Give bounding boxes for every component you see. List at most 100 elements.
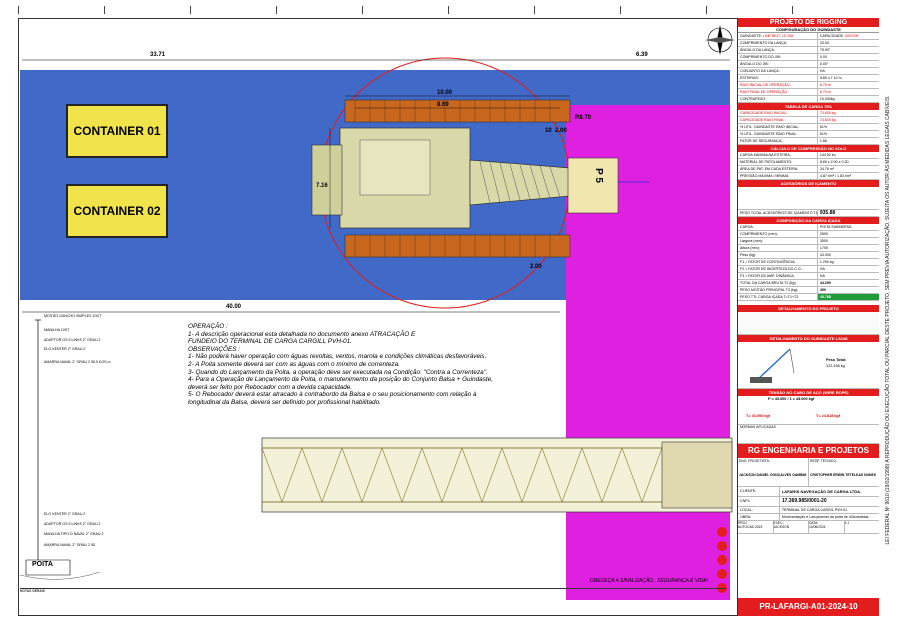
tab-k-4: FATOR DE SEGURANÇA: [738,138,818,144]
operation-title: OPERAÇÃO : [188,323,228,330]
comp-v-7: HA [819,274,825,278]
truss-lacing [261,447,663,503]
acess-title: ACESSÓRIOS DE IÇAMENTO [738,180,879,187]
crane-row: GUINDASTE: LINK BELT LS 208 CAPACIDADE: … [738,33,879,40]
peso-total-label: Peso Total: [826,358,847,362]
observation-5b: longitudinal da Balsa, deverá ser defini… [188,398,381,406]
operation-line-1: 1- A descrição operacional esta detalhad… [188,330,416,338]
pre-v-1: 8.69 x 2.00 x 0.30 [819,160,849,164]
operation-notes: OPERAÇÃO : 1- A descrição operacional es… [188,323,648,407]
tensao-value-2: T= 24.818 kgf [816,414,840,418]
drawing-number: PR-LAFARGI-A01-2024-10 [738,598,879,616]
resp-tec-label: RESP. TÉCNICO: [810,459,837,463]
pressao-title: CÁLCULO DE COMPRESSÃO NO SOLO [738,145,879,152]
obey-signal: OBEDEÇA A SINALIZAÇÃO.. SEGURANÇA É VIDA… [590,578,708,584]
cfg-k-2: COMPRIMENTO DO JIB: [738,54,818,60]
track-top [344,99,571,123]
operation-line-2: FUNDEIO DO TERMINAL DE CARGA CARGILL PVH… [188,338,352,346]
escala: 1:1 [844,521,850,525]
peso-total-value: 122.156 kg [826,364,845,368]
acess-table [738,187,879,210]
pre-k-1: MATERIAL DE PATOLAMENTO: [738,159,818,165]
track-lugs [354,100,551,257]
track-bottom [344,234,571,258]
cfg-v-1: 75.90° [819,48,831,52]
cfg-v-7: 8.70 m [819,90,831,94]
comp-v-2: 3500 [819,239,828,243]
comp-k-6: F2 = FATOR DE INCERTEZA DO C.G.: [738,266,818,272]
resp-name: CRISTOPHER ERWIN TETELKAS NUNES [810,473,876,477]
label-manilha: MANILHA 10ST [44,328,70,332]
pre-k-3: PRESSÃO MÁXIMA / MÍNIMA: [738,173,818,179]
label-manilha-2: MANILHA TIPO D NAVAL 2" GRAU 2 [44,532,104,536]
dim-crane-width: 10.00 [437,90,453,96]
obra: Movimentação e Lançamento de poita de 43… [781,515,869,519]
cnpj: 17.369.985/0001-20 [781,498,827,504]
guindaste-det-title: DETALHAMENTO DO GUINDASTE LS248 [738,335,879,342]
dim-top-right: 6.39 [636,52,648,58]
cfg-v-2: 0.00 [819,55,827,59]
container-02: CONTAINER 02 [66,184,168,238]
obra-label: OBRA: [738,514,780,520]
dim-bottom: 40.00 [226,304,242,310]
top-ruler [18,6,878,16]
cfg-v-5: 8.69 x 7.10 m [819,76,842,80]
container-02-label: CONTAINER 02 [73,204,161,218]
compass-icon [705,25,735,55]
local-label: LOCAL: [738,507,780,513]
guindaste-value: LINK BELT LS 208 [762,34,794,38]
counterweight [311,144,343,216]
data: 10/06/2024 [809,525,826,529]
cfg-v-3: 0.00° [819,62,829,66]
company-logo: RG ENGENHARIA E PROJETOS [738,444,879,458]
observation-4b: deverá ser feito por Rebocador com a dev… [188,383,353,391]
cliente-label: CLIENTE: [738,487,780,496]
comp-v-5: 1.290 kg [819,260,834,264]
tab-k-2: % UTIL. GUINDASTE RAIO INICIAL: [738,124,818,130]
detalhamento-body [738,312,879,335]
capacidade-label: CAPACIDADE: [819,34,844,38]
detalhamento-title: DETALHAMENTO DO PROJETO [738,305,879,312]
dim-radius: R8.70 [575,115,592,121]
cfg-k-8: CONTRAPESO: [738,96,818,102]
dim-top-left: 33.71 [150,52,166,58]
total: 45.788 [817,294,879,300]
tab-k-3: % UTIL. GUINDASTE RAIO FINAL: [738,131,818,137]
title-block: PROJETO DE RIGGING CONFIGURAÇÃO DO GUIND… [737,18,879,616]
tab-k-1: CAPACIDADE RAIO FINAL: [738,117,818,123]
local: TERMINAL DE CARGA CARGIL PVH-01 [781,508,848,512]
cfg-k-0: COMPRIMENTO DA LANÇA: [738,40,818,46]
comp-k-7: F3 = FATOR DE AMP. DINÂMICA: [738,273,818,279]
comp-v-4: 43.000 [819,253,831,257]
tab-v-0: 73.600 kg [819,111,836,115]
vertical-legal-text: LEI FEDERAL Nº 9610 (19/02/1998) A REPRO… [885,95,891,545]
vertical-legal-note: LEI FEDERAL Nº 9610 (19/02/1998) A REPRO… [878,30,898,600]
general-notes: NOTAS GERAIS [20,588,726,615]
comp-k-5: F1 = FATOR DE CONTINGÊNCIA: [738,259,818,265]
boom-elevation [261,437,733,513]
signatures: ENG. PROJETISTA: JACKSON DANIEL GONÇALVE… [738,458,879,487]
cfg-v-8: 10.000kg [819,97,835,101]
eng-proj-label: ENG. PROJETISTA: [739,459,770,463]
label-moitao: MOITÃO GANCHO SIMPLES 10GT [44,314,102,318]
tab-k-0: CAPACIDADE RAIO INICIAL: [738,110,818,116]
cfg-k-3: ÂNGULO DO JIB: [738,61,818,67]
tensao-value-1: T= 43.000 kgf [746,414,770,418]
poita-block-label: P 5 [592,168,604,183]
observation-3: 3- Quando do Lançamento da Poita, a oper… [188,368,488,376]
label-amarra-2: AMARRA NAVAL 2" GRAU 2 55 [44,543,95,547]
boom-head [661,441,733,509]
guindaste-label: GUINDASTE: [740,34,762,38]
warning-circles [717,527,727,593]
tab-v-4: 1.66 [819,139,827,143]
comp-title: COMPOSIÇÃO DA CARGA IÇADA [738,217,879,224]
pre-v-0: 144.52 kn [819,153,836,157]
poita-shape [25,559,71,576]
dim-side-10: 10 [545,128,552,134]
tensao-formula: P = 43.000 / 1 = 43.000 kgf [768,397,815,401]
proj: AUTOCAD 2023 [738,525,763,529]
comp-k-1: COMPRIMENTO (mm): [738,231,818,237]
tab-v-3: 61% [819,132,828,136]
observation-4: 4- Para a Operação de Lançamento da Poit… [188,376,493,384]
container-01-label: CONTAINER 01 [73,124,161,138]
